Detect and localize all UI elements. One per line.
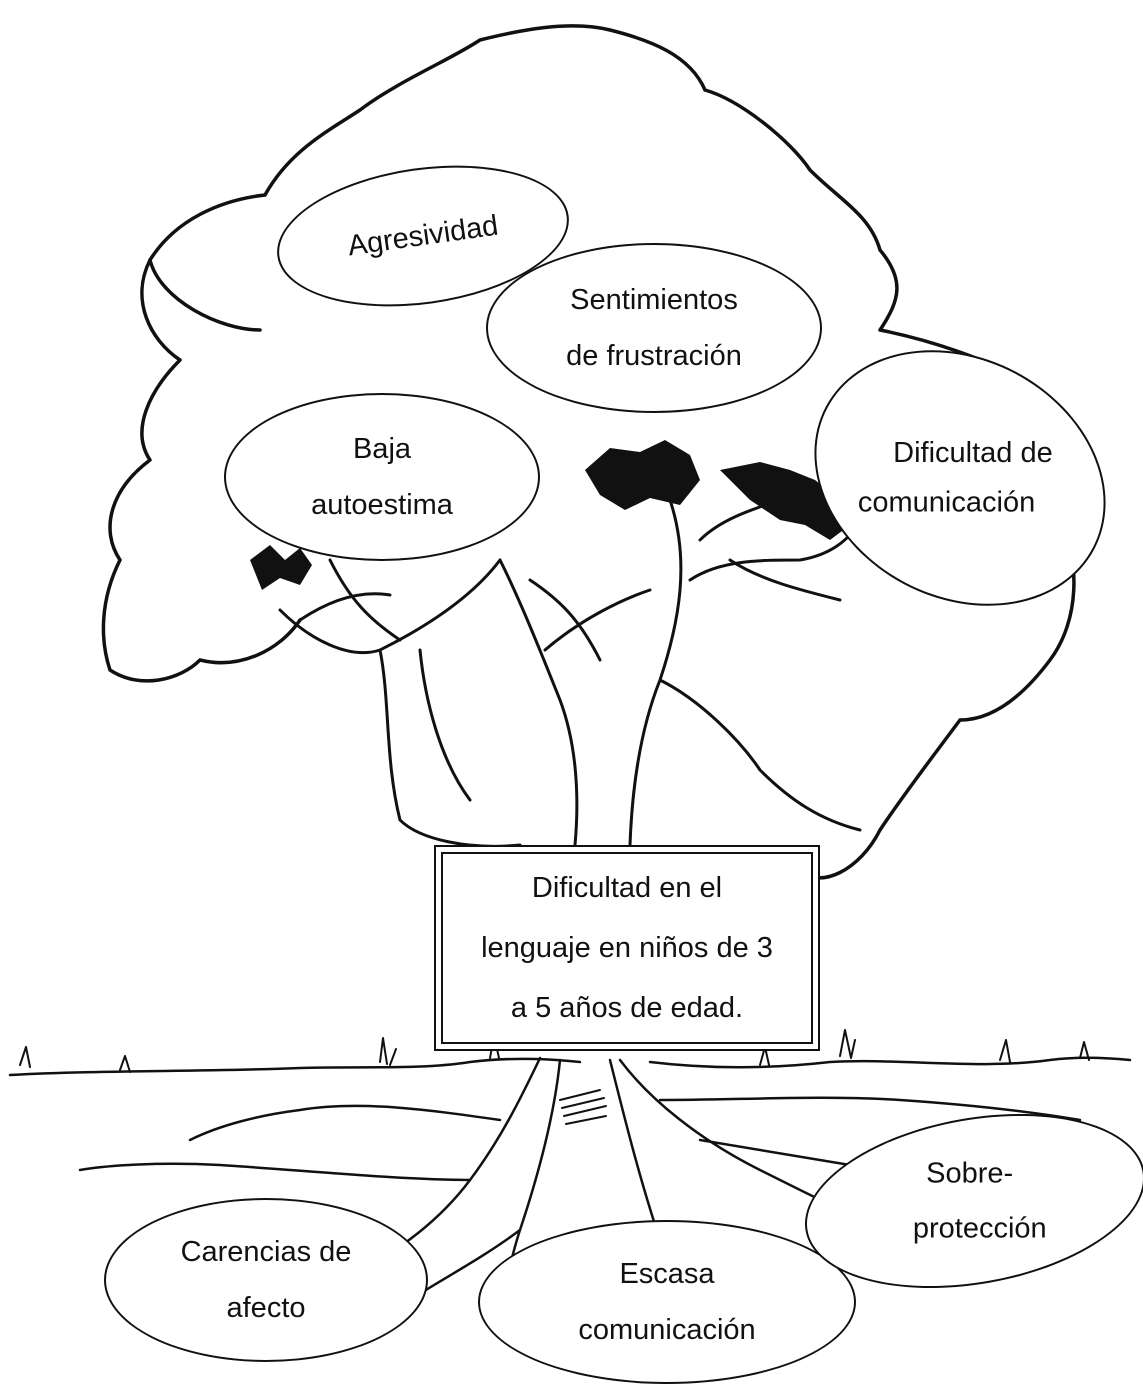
effect-frustracion-line1: Sentimientos: [570, 284, 738, 316]
foliage-shadow-right: [720, 462, 850, 540]
cause-carencias-afecto: Carencias de afecto: [104, 1198, 428, 1362]
branch-left: [298, 558, 402, 642]
cause-escasa-line1: Escasa: [619, 1258, 715, 1290]
ground-line: [8, 1056, 1132, 1077]
central-problem-box: Dificultad en el lenguaje en niños de 3 …: [434, 845, 820, 1051]
effect-autoestima-line1: Baja: [352, 433, 412, 465]
tree-trunk: [278, 498, 862, 848]
problem-line2: lenguaje en niños de 3: [481, 932, 773, 964]
cause-sobre-line1: Sobre-: [926, 1157, 1014, 1190]
effect-autoestima-line2: autoestima: [311, 489, 453, 521]
problem-line3: a 5 años de edad.: [510, 992, 744, 1024]
branch-right: [698, 498, 842, 602]
effect-agresividad-label: Agresividad: [345, 209, 501, 263]
effect-comunicacion-line2: comunicación: [858, 486, 1036, 519]
foliage-shadow-center: [585, 440, 700, 510]
effect-frustracion: Sentimientos de frustración: [486, 243, 822, 413]
problem-line1: Dificultad en el: [531, 872, 723, 904]
canopy-outline-left: [101, 258, 302, 683]
cause-afecto-line2: afecto: [226, 1292, 306, 1324]
cause-escasa-line2: comunicación: [578, 1314, 756, 1346]
foliage-shadow-left: [250, 545, 312, 590]
effect-frustracion-line2: de frustración: [566, 340, 742, 372]
tree-roots: [78, 1056, 1082, 1312]
root-hatching: [559, 1089, 607, 1125]
effect-comunicacion-line1: Dificultad de: [893, 437, 1053, 470]
central-problem-frame: Dificultad en el lenguaje en niños de 3 …: [441, 852, 813, 1044]
cause-afecto-line1: Carencias de: [180, 1236, 352, 1268]
effect-autoestima: Baja autoestima: [224, 393, 540, 561]
cause-escasa-comunicacion: Escasa comunicación: [478, 1220, 856, 1384]
cause-sobre-line2: protección: [912, 1212, 1047, 1245]
